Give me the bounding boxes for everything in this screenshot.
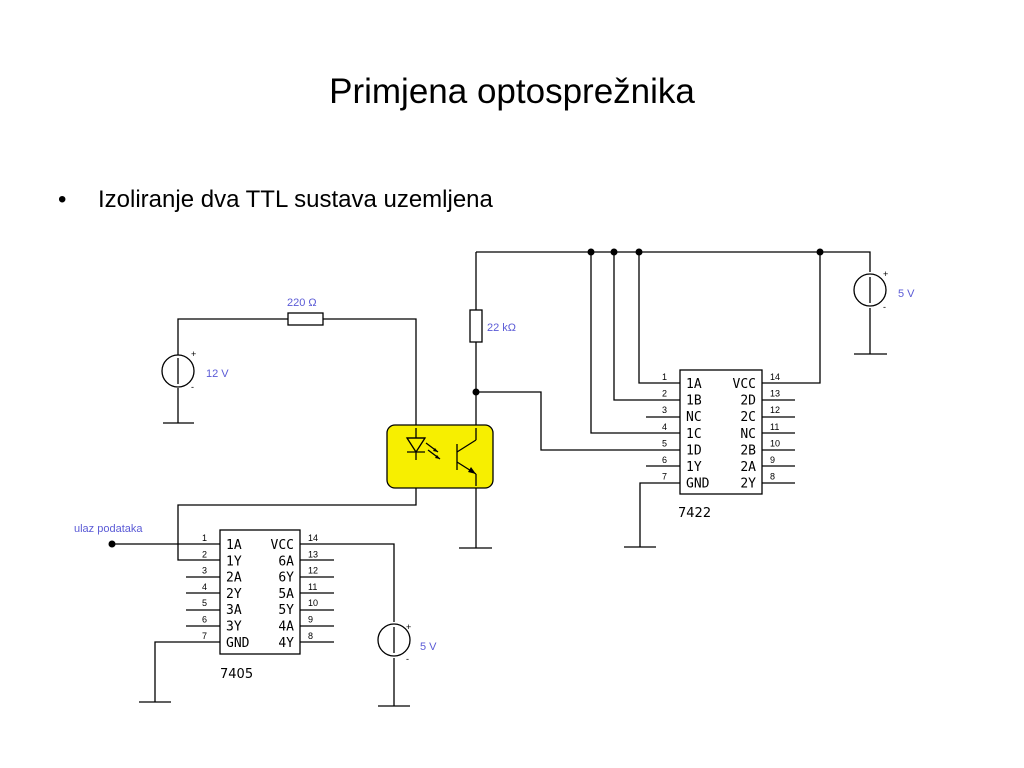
ic-7405-name: 7405: [220, 667, 253, 682]
pin-label: 1B: [686, 394, 702, 409]
resistor-220: 220 Ω: [287, 297, 324, 326]
pin-number: 13: [308, 549, 318, 559]
plus-sign: +: [191, 349, 196, 359]
junction-dot: [472, 388, 480, 396]
pin-label: 5Y: [278, 603, 294, 618]
pin-number: 6: [662, 455, 667, 465]
minus-sign: -: [191, 382, 194, 392]
pin-number: 14: [308, 533, 318, 543]
pin-number: 3: [662, 405, 667, 415]
slide-title: Primjena optosprežnika: [329, 72, 695, 111]
pin-number: 2: [202, 549, 207, 559]
pin-number: 8: [770, 472, 775, 482]
pin-label: 1Y: [226, 554, 242, 569]
pin-number: 2: [662, 389, 667, 399]
pin-label: GND: [686, 477, 710, 492]
voltage-source-5v-top: + - 5 V: [853, 269, 915, 312]
pin-number: 12: [308, 566, 318, 576]
pin-label: VCC: [271, 538, 294, 553]
pin-number: 6: [202, 615, 207, 625]
pin-label: 3A: [226, 603, 242, 618]
pin-number: 14: [770, 372, 780, 382]
minus-sign: -: [406, 654, 409, 664]
source-5v-bottom-label: 5 V: [420, 641, 437, 653]
pin-number: 5: [202, 598, 207, 608]
pin-number: 12: [770, 405, 780, 415]
pin-number: 11: [308, 582, 317, 592]
pin-label: 4A: [278, 620, 294, 635]
pin-label: 1Y: [686, 460, 702, 475]
pin-label: 1A: [686, 377, 702, 392]
junction-dot: [635, 248, 643, 256]
pin-label: 4Y: [278, 636, 294, 651]
plus-sign: +: [406, 622, 411, 632]
bullet-text: Izoliranje dva TTL sustava uzemljena: [98, 186, 493, 213]
pin-label: 2D: [740, 394, 756, 409]
pin-label: 6A: [278, 554, 294, 569]
voltage-source-5v-bottom: + - 5 V: [377, 622, 437, 664]
pin-label: 2C: [740, 410, 756, 425]
pin-label: 6Y: [278, 571, 294, 586]
junction-dot: [610, 248, 618, 256]
pin-number: 5: [662, 438, 667, 448]
pin-label: 3Y: [226, 620, 242, 635]
pin-number: 3: [202, 566, 207, 576]
resistor-220-label: 220 Ω: [287, 297, 317, 309]
pin-label: 2Y: [740, 477, 756, 492]
pin-number: 1: [662, 372, 667, 382]
pin-number: 9: [308, 615, 313, 625]
pin-label: GND: [226, 636, 250, 651]
pin-number: 7: [662, 472, 667, 482]
plus-sign: +: [883, 269, 888, 279]
pin-number: 13: [770, 389, 780, 399]
resistor-22k-label: 22 kΩ: [487, 322, 516, 334]
minus-sign: -: [883, 302, 886, 312]
pin-number: 9: [770, 455, 775, 465]
pin-number: 8: [308, 631, 313, 641]
pin-label: 2Y: [226, 587, 242, 602]
pin-label: 2A: [740, 460, 756, 475]
source-12v-label: 12 V: [206, 368, 229, 380]
source-5v-top-label: 5 V: [898, 288, 915, 300]
optocoupler: [386, 424, 494, 489]
led-icon: [405, 428, 441, 460]
pin-label: NC: [686, 410, 702, 425]
pin-number: 4: [662, 422, 667, 432]
pin-label: 1A: [226, 538, 242, 553]
pin-number: 11: [770, 422, 779, 432]
junction-dot: [587, 248, 595, 256]
input-terminal: [108, 540, 116, 548]
pin-label: 2B: [740, 443, 756, 458]
pin-label: 1D: [686, 443, 702, 458]
pin-number: 10: [308, 598, 318, 608]
pin-number: 10: [770, 438, 780, 448]
junction-dot: [816, 248, 824, 256]
resistor-22k: 22 kΩ: [469, 309, 516, 343]
pin-label: 5A: [278, 587, 294, 602]
pin-label: VCC: [733, 377, 756, 392]
voltage-source-12v: + - 12 V: [161, 349, 229, 392]
bullet-item: • Izoliranje dva TTL sustava uzemljena: [58, 186, 493, 214]
pin-label: NC: [740, 427, 756, 442]
bullet-symbol: •: [58, 186, 67, 213]
pin-number: 7: [202, 631, 207, 641]
pin-label: 1C: [686, 427, 702, 442]
pin-number: 4: [202, 582, 207, 592]
phototransistor-icon: [456, 428, 477, 486]
pin-number: 1: [202, 533, 207, 543]
ic-7422-name: 7422: [678, 506, 711, 521]
input-label: ulaz podataka: [74, 523, 143, 535]
pin-label: 2A: [226, 571, 242, 586]
